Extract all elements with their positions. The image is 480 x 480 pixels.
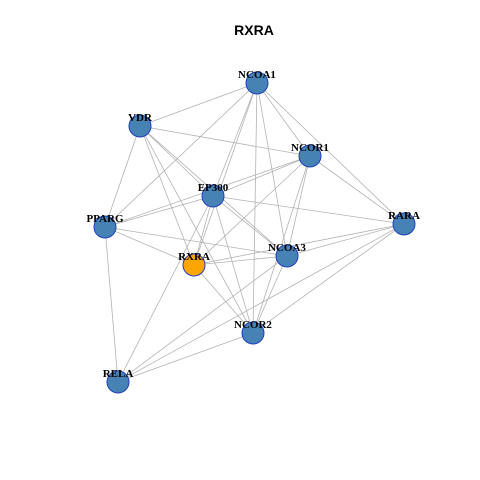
node-label-ncoa3: NCOA3 — [268, 242, 306, 254]
edge-pparg-ncoa3 — [104, 226, 288, 257]
node-label-rxra: RXRA — [178, 251, 210, 263]
node-label-pparg: PPARG — [86, 213, 124, 225]
node-rara — [392, 212, 416, 236]
edge-vdr-ncor1 — [139, 125, 311, 157]
edge-vdr-pparg — [104, 125, 141, 228]
edge-rara-ncor2 — [252, 223, 405, 334]
edge-vdr-ncor2 — [139, 125, 254, 334]
node-ncoa3 — [275, 244, 299, 268]
edge-ncoa3-ncor2 — [252, 255, 288, 334]
edge-rxra-ncoa3 — [193, 255, 288, 266]
node-vdr — [128, 114, 152, 138]
edge-ncor1-ncoa3 — [286, 155, 311, 257]
node-ncoa1 — [245, 71, 269, 95]
edge-ncoa1-rxra — [193, 82, 258, 266]
edge-ncor1-rara — [309, 155, 405, 225]
node-label-ncor2: NCOR2 — [234, 319, 272, 331]
edge-ncoa1-ncor1 — [256, 82, 311, 157]
edge-ep300-rara — [212, 195, 405, 225]
edge-ncor2-rela — [117, 332, 254, 383]
node-label-rara: RARA — [388, 210, 420, 222]
edge-ncor1-ep300 — [212, 155, 311, 197]
edge-ncoa1-pparg — [104, 82, 258, 228]
diagram-title: RXRA — [234, 22, 274, 38]
edge-rxra-ncor2 — [193, 264, 254, 334]
node-label-ncor1: NCOR1 — [291, 142, 329, 154]
edge-ep300-pparg — [104, 195, 214, 228]
node-pparg — [93, 215, 117, 239]
node-label-ncoa1: NCOA1 — [238, 69, 276, 81]
edge-ep300-ncor2 — [212, 195, 254, 334]
edge-ncoa1-rara — [256, 82, 405, 225]
node-rela — [106, 370, 130, 394]
edge-ncoa1-vdr — [139, 82, 258, 127]
edge-ncor1-rxra — [193, 155, 311, 266]
edge-ncoa1-ep300 — [212, 82, 258, 197]
edge-pparg-rela — [104, 226, 119, 383]
edge-vdr-rxra — [139, 125, 195, 266]
edge-pparg-rxra — [104, 226, 195, 266]
nodes-layer — [93, 71, 416, 394]
node-ep300 — [201, 184, 225, 208]
node-label-rela: RELA — [103, 368, 134, 380]
edge-rara-ncoa3 — [286, 223, 405, 257]
edge-rara-rela — [117, 223, 405, 383]
edge-ep300-rxra — [193, 195, 214, 266]
edge-ncoa3-rela — [117, 255, 288, 383]
node-rxra — [182, 253, 206, 277]
node-label-vdr: VDR — [128, 112, 153, 124]
edge-ncor1-ncor2 — [252, 155, 311, 334]
node-label-ep300: EP300 — [198, 182, 229, 194]
edge-vdr-ep300 — [139, 125, 214, 197]
node-ncor1 — [298, 144, 322, 168]
edge-rara-rxra — [193, 223, 405, 266]
edge-ep300-ncoa3 — [212, 195, 288, 257]
edge-ep300-rela — [117, 195, 214, 383]
node-ncor2 — [241, 321, 265, 345]
